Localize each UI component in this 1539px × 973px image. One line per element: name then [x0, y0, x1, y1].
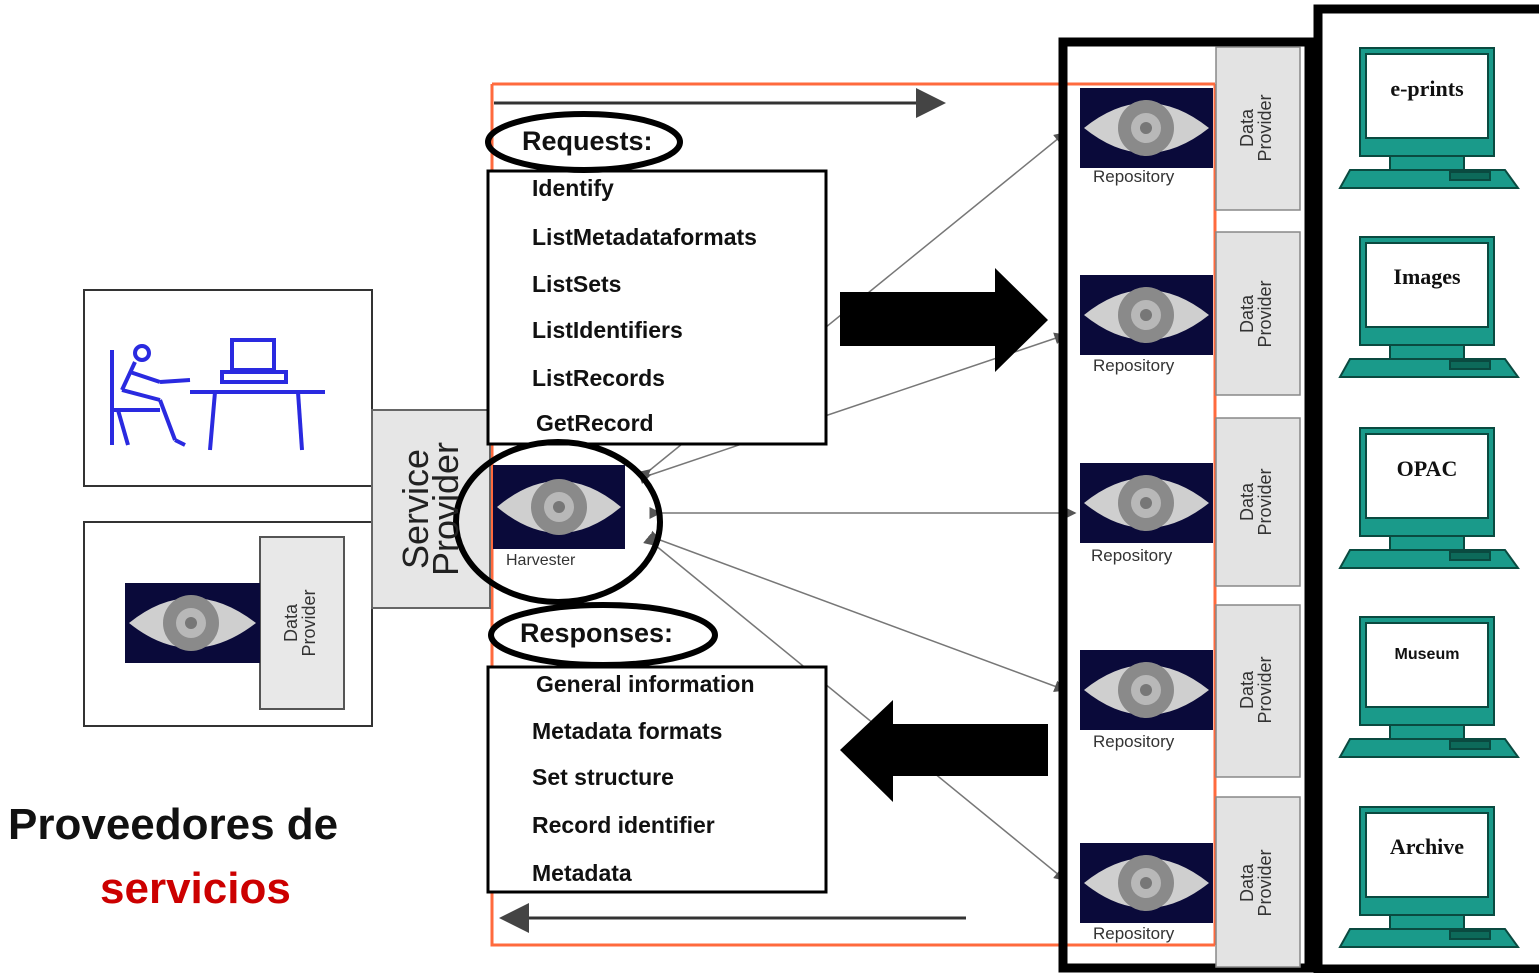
response-big-arrow	[840, 700, 1048, 802]
eye-icons	[125, 88, 1213, 923]
repository-label: Repository	[1093, 732, 1175, 751]
repository-label: Repository	[1093, 924, 1175, 943]
repository-label: Repository	[1093, 356, 1175, 375]
request-big-arrow	[840, 268, 1048, 372]
repo-dp-line2: Provider	[1255, 280, 1275, 348]
user-at-computer-icon	[110, 338, 325, 451]
user-box	[83, 289, 373, 487]
source-label-eprints: e-prints	[1390, 76, 1464, 101]
repo-dp-label: Data Provider	[1237, 264, 1278, 364]
requests-list-box	[486, 169, 828, 446]
left-dp-line1: Data	[281, 603, 301, 643]
repo-dp-line1: Data	[1237, 108, 1257, 148]
repo-dp-label: Data Provider	[1237, 833, 1278, 933]
service-provider-box	[371, 409, 491, 609]
request-item: GetRecord	[536, 410, 654, 436]
repo-dp-line2: Provider	[1255, 849, 1275, 917]
source-label-archive: Archive	[1389, 834, 1465, 859]
repo-dp-line2: Provider	[1255, 468, 1275, 536]
left-dp-tab	[259, 536, 345, 710]
responses-list-box	[486, 665, 828, 894]
response-item: Record identifier	[532, 812, 715, 838]
caption-line2: servicios	[100, 864, 291, 913]
repo-dp-line1: Data	[1237, 294, 1257, 334]
service-provider-label: Service Provider	[395, 439, 466, 579]
response-item: Set structure	[532, 764, 674, 790]
repo-dp-label: Data Provider	[1237, 78, 1278, 178]
repo-dp-label: Data Provider	[1237, 452, 1278, 552]
harvester-label: Harvester	[506, 552, 576, 569]
repo-dp-line1: Data	[1237, 670, 1257, 710]
repository-label: Repository	[1093, 167, 1175, 186]
computer-icons	[1338, 47, 1520, 948]
service-provider-line2: Provider	[425, 441, 466, 577]
caption-line1: Proveedores de	[8, 800, 339, 849]
responses-title: Responses:	[520, 618, 674, 648]
left-dp-line2: Provider	[299, 589, 319, 657]
request-item: ListMetadataformats	[532, 224, 757, 250]
repo-dp-tabs	[1215, 46, 1301, 968]
source-label-images: Images	[1393, 264, 1461, 289]
repo-dp-line2: Provider	[1255, 94, 1275, 162]
response-item: Metadata formats	[532, 718, 723, 744]
repositories-frame	[1058, 37, 1314, 973]
response-item: Metadata	[532, 860, 632, 886]
request-item: ListIdentifiers	[532, 317, 683, 343]
responses-title-ellipse	[488, 602, 718, 668]
left-dp-label: Data Provider	[281, 573, 322, 673]
sources-frame	[1313, 4, 1539, 973]
source-label-opac: OPAC	[1396, 456, 1458, 481]
requests-title-ellipse	[485, 111, 683, 173]
harvester-ellipse	[453, 439, 663, 605]
repository-label: Repository	[1091, 546, 1173, 565]
source-label-museum: Museum	[1394, 646, 1460, 663]
request-item: ListSets	[532, 271, 622, 297]
repo-dp-line1: Data	[1237, 863, 1257, 903]
response-item: General information	[536, 671, 755, 697]
requests-title: Requests:	[522, 126, 653, 156]
request-item: ListRecords	[532, 365, 665, 391]
repo-dp-line2: Provider	[1255, 656, 1275, 724]
request-item: Identify	[532, 175, 614, 201]
repo-dp-line1: Data	[1237, 482, 1257, 522]
repo-dp-label: Data Provider	[1237, 640, 1278, 740]
